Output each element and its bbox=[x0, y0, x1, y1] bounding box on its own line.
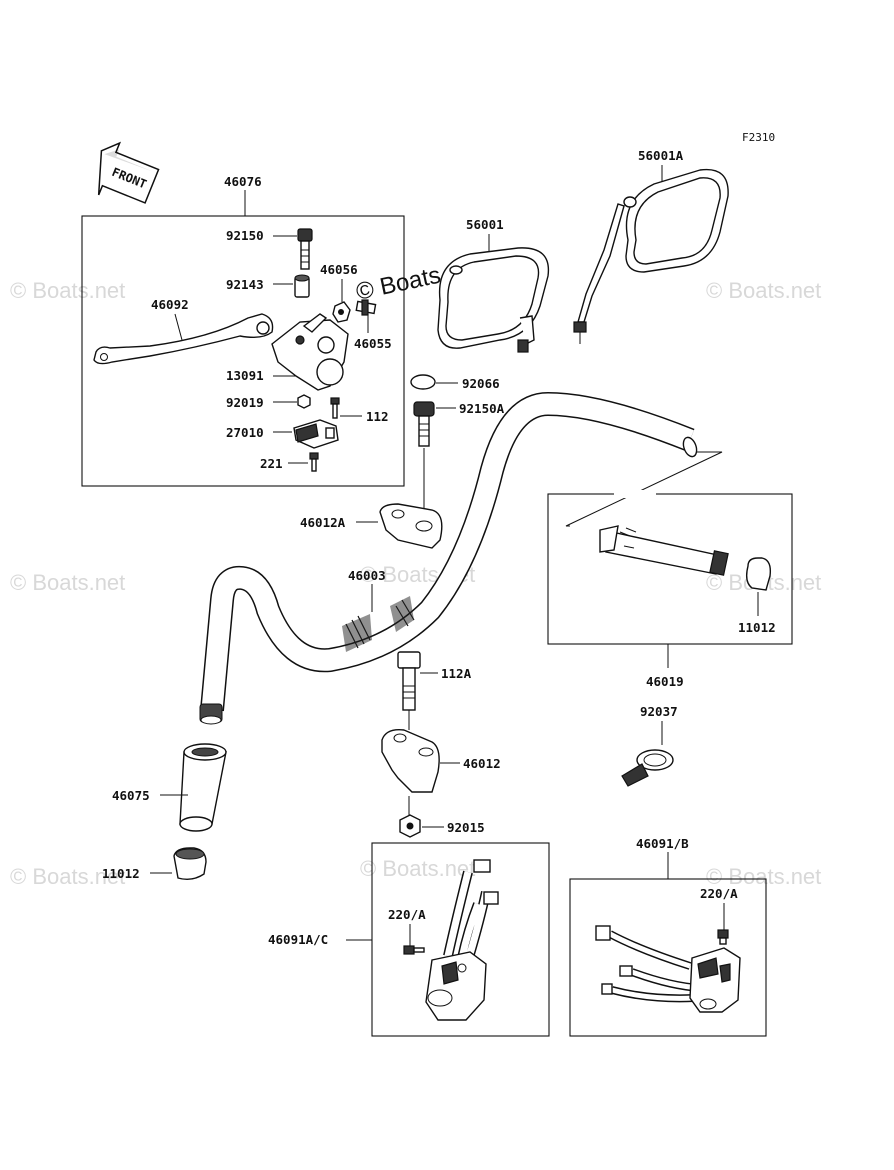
screw-221 bbox=[309, 452, 319, 472]
part-label-46055: 46055 bbox=[354, 336, 392, 351]
part-label-112: 112 bbox=[366, 409, 389, 424]
clamp-92037 bbox=[621, 749, 674, 787]
screw-220A-right bbox=[717, 929, 729, 945]
part-label-92150: 92150 bbox=[226, 228, 264, 243]
callout-line bbox=[565, 451, 723, 527]
end-cap-11012-left bbox=[173, 847, 207, 881]
part-label-92019: 92019 bbox=[226, 395, 264, 410]
part-label-112A: 112A bbox=[441, 666, 472, 681]
screw-112 bbox=[330, 397, 340, 419]
part-label-11012-right: 11012 bbox=[738, 620, 776, 635]
part-label-92066: 92066 bbox=[462, 376, 500, 391]
handlebar-46003 bbox=[199, 391, 698, 725]
part-label-46091B: 46091/B bbox=[636, 836, 689, 851]
figure-code: F2310 bbox=[742, 131, 775, 144]
part-label-46091AC: 46091A/C bbox=[268, 932, 328, 947]
part-label-46012A: 46012A bbox=[300, 515, 346, 530]
end-cap-11012-right bbox=[745, 557, 772, 591]
part-label-46003: 46003 bbox=[348, 568, 386, 583]
part-label-56001A: 56001A bbox=[638, 148, 684, 163]
bolt-92150 bbox=[297, 228, 313, 270]
part-label-46076: 46076 bbox=[224, 174, 262, 189]
clamp-46012 bbox=[381, 729, 440, 793]
lever-46092 bbox=[93, 313, 274, 365]
grip-46075 bbox=[179, 743, 227, 832]
watermark: © Boats.net bbox=[10, 570, 125, 595]
watermark: © Boats.net bbox=[706, 278, 821, 303]
part-label-92037: 92037 bbox=[640, 704, 678, 719]
clutch-assembly-box bbox=[81, 215, 405, 487]
switch-housing-46091B bbox=[595, 925, 741, 1013]
part-label-46012: 46012 bbox=[463, 756, 501, 771]
watermark: © Boats.net bbox=[10, 864, 125, 889]
part-label-46092: 46092 bbox=[151, 297, 189, 312]
bolt-92150A bbox=[413, 401, 435, 447]
nut-92019 bbox=[297, 394, 311, 409]
switch-27010 bbox=[293, 419, 339, 449]
part-label-27010: 27010 bbox=[226, 425, 264, 440]
mirror-56001 bbox=[437, 247, 550, 353]
clamp-46012A bbox=[379, 503, 443, 549]
part-label-13091: 13091 bbox=[226, 368, 264, 383]
part-label-46075: 46075 bbox=[112, 788, 150, 803]
watermark: © Boats.net bbox=[10, 278, 125, 303]
switch-housing-46091AC bbox=[425, 859, 499, 1021]
part-label-92015: 92015 bbox=[447, 820, 485, 835]
part-label-220A-left: 220/A bbox=[388, 907, 426, 922]
adjuster-46055 bbox=[355, 299, 377, 316]
part-label-46056: 46056 bbox=[320, 262, 358, 277]
front-arrow-icon: FRONT bbox=[97, 141, 160, 204]
throttle-grip-46019 bbox=[599, 525, 729, 576]
nut-46056 bbox=[332, 301, 351, 323]
watermark: © Boats.net bbox=[360, 856, 475, 881]
part-label-92143: 92143 bbox=[226, 277, 264, 292]
screw-220A-left bbox=[403, 945, 425, 955]
part-label-221: 221 bbox=[260, 456, 283, 471]
part-label-11012-left: 11012 bbox=[102, 866, 140, 881]
part-label-46019: 46019 bbox=[646, 674, 684, 689]
watermark: © Boats.net bbox=[706, 864, 821, 889]
part-label-220A-right: 220/A bbox=[700, 886, 738, 901]
washer-92066 bbox=[410, 374, 436, 390]
holder-13091 bbox=[271, 313, 349, 391]
mirror-56001A bbox=[573, 168, 729, 344]
collar-92143 bbox=[294, 274, 310, 298]
bolt-112A bbox=[397, 651, 421, 711]
part-label-92150A: 92150A bbox=[459, 401, 505, 416]
part-label-56001: 56001 bbox=[466, 217, 504, 232]
throttle-grip-box bbox=[547, 493, 793, 645]
